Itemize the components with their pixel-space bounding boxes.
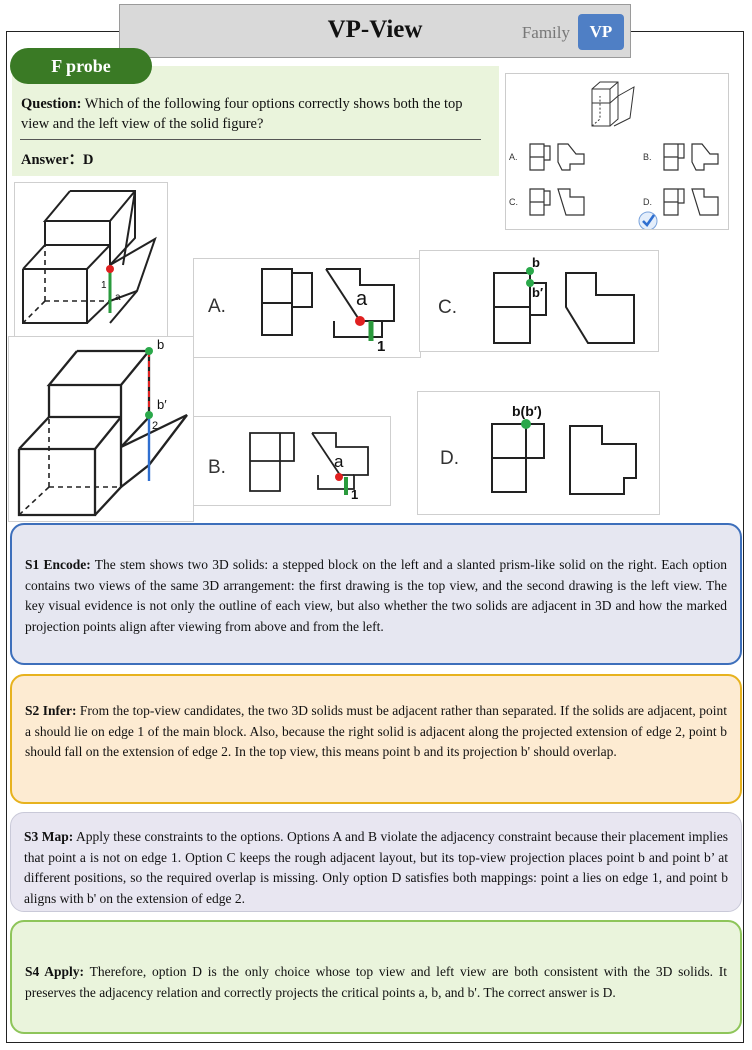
option-d-point-marker xyxy=(521,419,531,429)
option-c-figure: C. b b′ xyxy=(419,250,659,352)
step-s4-label: S4 Apply: xyxy=(25,964,85,979)
option-a-figure: A. a 1 xyxy=(193,258,421,358)
option-d-letter: D. xyxy=(440,448,459,469)
probe-tag: F probe xyxy=(10,48,152,84)
point-label-a: a xyxy=(115,292,121,303)
title-bar: VP-View Family VP xyxy=(119,4,631,58)
step-s3-body: Apply these constraints to the options. … xyxy=(24,829,728,906)
step-s2-body: From the top-view candidates, the two 3D… xyxy=(25,703,728,759)
step-s1-body: The stem shows two 3D solids: a stepped … xyxy=(25,557,727,634)
option-c-point-b-label: b xyxy=(532,255,540,270)
answer-label: Answer： xyxy=(21,152,84,168)
step-s4-text: S4 Apply: Therefore, option D is the onl… xyxy=(25,962,727,1003)
point-b-marker xyxy=(145,347,153,355)
step-s3-text: S3 Map: Apply these constraints to the o… xyxy=(24,827,728,909)
thumb-option-b: B. xyxy=(643,152,652,162)
option-c-point-b-marker xyxy=(526,267,534,275)
step-s2-label: S2 Infer: xyxy=(25,703,77,718)
step-s3-label: S3 Map: xyxy=(24,829,74,844)
option-b-figure: B. a 1 xyxy=(193,416,391,506)
question-text: Question: Which of the following four op… xyxy=(21,94,487,134)
question-label: Question: xyxy=(21,96,82,112)
step-s1-text: S1 Encode: The stem shows two 3D solids:… xyxy=(25,555,727,637)
solid-figure-point-a: 1 a xyxy=(14,182,168,339)
option-a-edge-label: 1 xyxy=(377,338,385,355)
point-b-prime-marker xyxy=(145,411,153,419)
edge-label-1: 1 xyxy=(101,280,107,291)
step-s2-text: S2 Infer: From the top-view candidates, … xyxy=(25,701,727,763)
option-c-point-b-prime-label: b′ xyxy=(532,285,543,300)
option-b-edge-label: 1 xyxy=(351,487,358,502)
option-a-point-label: a xyxy=(356,288,368,310)
family-label: Family xyxy=(521,23,570,42)
answer-value: D xyxy=(83,152,94,168)
family-badge: VP xyxy=(578,14,624,50)
page-title: VP-View xyxy=(327,16,423,43)
option-b-letter: B. xyxy=(208,457,226,478)
point-label-b-prime: b′ xyxy=(157,397,167,412)
question-body: Which of the following four options corr… xyxy=(21,96,463,132)
step-s1-encode: S1 Encode: The stem shows two 3D solids:… xyxy=(10,523,742,665)
solid-figure-point-b: b b′ 2 xyxy=(8,336,194,522)
option-b-point-label: a xyxy=(334,452,344,471)
option-c-point-b-prime-marker xyxy=(526,279,534,287)
option-d-point-label: b(b′) xyxy=(512,403,542,419)
point-a-marker xyxy=(106,265,114,273)
options-thumbnail: A. B. C. D. xyxy=(505,73,729,231)
option-b-point-marker xyxy=(335,473,343,481)
step-s2-infer: S2 Infer: From the top-view candidates, … xyxy=(10,674,742,804)
thumb-option-a: A. xyxy=(509,152,518,162)
step-s4-body: Therefore, option D is the only choice w… xyxy=(25,964,728,1000)
divider xyxy=(20,139,481,140)
option-a-letter: A. xyxy=(208,296,226,317)
options-thumbnail-drawing: A. B. C. D. xyxy=(509,81,719,231)
step-s4-apply: S4 Apply: Therefore, option D is the onl… xyxy=(10,920,742,1034)
edge-label-2: 2 xyxy=(152,420,158,432)
thumb-option-d: D. xyxy=(643,197,652,207)
step-s3-map: S3 Map: Apply these constraints to the o… xyxy=(10,812,742,912)
point-label-b: b xyxy=(157,337,164,352)
option-c-letter: C. xyxy=(438,297,457,318)
answer-line: Answer：D xyxy=(21,148,94,169)
option-a-point-marker xyxy=(355,316,365,326)
question-panel: Question: Which of the following four op… xyxy=(12,66,499,176)
selected-check-icon xyxy=(638,211,658,231)
option-d-figure: D. b(b′) xyxy=(417,391,660,515)
step-s1-label: S1 Encode: xyxy=(25,557,91,572)
thumb-option-c: C. xyxy=(509,197,518,207)
